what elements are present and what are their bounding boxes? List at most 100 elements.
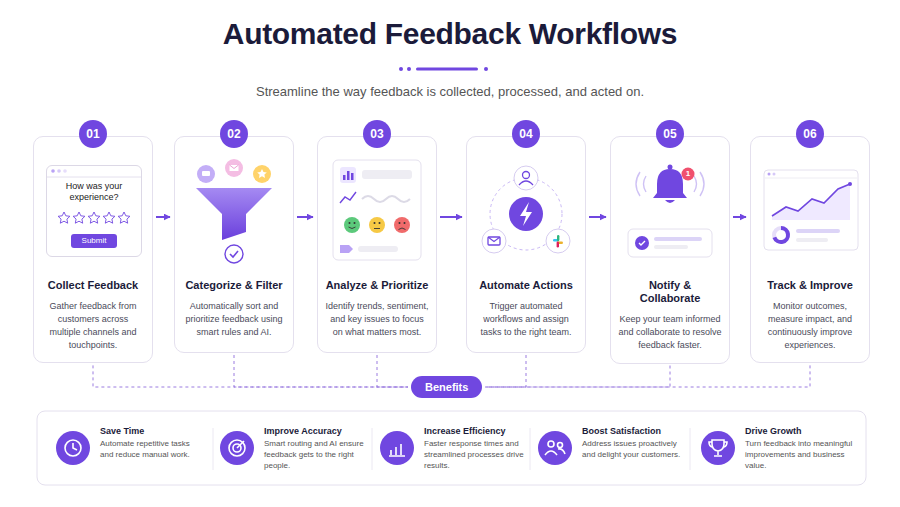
- funnel-icon-part: [225, 159, 243, 177]
- tracking-chart-part: [764, 170, 858, 250]
- notification-bell-part: [668, 165, 673, 170]
- step-card: 02Categorize & FilterAutomatically sort …: [174, 136, 294, 353]
- benefits-panel-part-part: [548, 441, 554, 447]
- benefit-title: Drive Growth: [745, 426, 857, 436]
- survey-question: How was your experience?: [51, 181, 137, 204]
- automation-hub-part: [488, 237, 500, 245]
- step-description: Automatically sort and prioritize feedba…: [182, 300, 286, 339]
- rating-stars-part: [88, 212, 100, 223]
- flow-arrow: [440, 216, 462, 218]
- notification-bell-part: [665, 200, 675, 203]
- benefits-panel-part-part: [56, 431, 90, 465]
- step-number: 05: [656, 120, 684, 148]
- funnel-icon-part: [253, 165, 271, 183]
- survey-window-part: [51, 169, 55, 173]
- analysis-panel: [333, 160, 421, 260]
- dashed-connector: [485, 355, 526, 387]
- automation-hub-part: [557, 235, 559, 241]
- step-number: 04: [512, 120, 540, 148]
- funnel-icon-part: [197, 165, 215, 183]
- benefit-title: Increase Efficiency: [424, 426, 524, 436]
- benefits-panel-part-part: [220, 431, 254, 465]
- benefits-panel-part-part: [558, 449, 565, 454]
- survey-window-part: [57, 169, 61, 173]
- automation-hub-part: [514, 166, 538, 190]
- benefit-description: Smart routing and AI ensure feedback get…: [264, 439, 364, 471]
- dashed-connector: [93, 365, 408, 387]
- analysis-panel-part: [343, 175, 346, 180]
- flow-arrow: [589, 216, 606, 218]
- title-ornament-part: [407, 67, 411, 71]
- step-title: Categorize & Filter: [182, 279, 286, 292]
- step-card: 04Automate ActionsTrigger automated work…: [466, 136, 586, 353]
- analysis-panel-part: [399, 228, 406, 230]
- dashed-connector: [377, 355, 408, 387]
- step-description: Trigger automated workflows and assign t…: [474, 300, 578, 339]
- benefits-panel-part: [37, 411, 866, 485]
- notification-bell-part: [628, 229, 712, 257]
- benefits-panel-part-part: [237, 441, 244, 448]
- notification-count: 1: [682, 169, 694, 179]
- tracking-chart-part: [848, 182, 852, 186]
- subtitle: Streamline the way feedback is collected…: [0, 84, 900, 99]
- survey-window: How was your experience?Submit: [46, 165, 142, 257]
- benefits-panel-part-part: [690, 428, 691, 470]
- title-ornament-part: [399, 67, 403, 71]
- dashed-connector: [234, 355, 408, 387]
- title-ornament: [399, 67, 488, 71]
- funnel-icon-part: [202, 171, 210, 176]
- analysis-panel-part: [340, 192, 356, 203]
- benefit-description: Turn feedback into meaningful improvemen…: [745, 439, 857, 471]
- title-ornament-part: [484, 67, 488, 71]
- funnel-icon-part: [196, 188, 272, 240]
- dashed-connector: [485, 366, 670, 387]
- funnel-icon: [196, 159, 272, 263]
- notification-bell-part: [682, 168, 695, 181]
- tracking-chart-part: [774, 228, 788, 242]
- step-description: Gather feedback from customers across mu…: [41, 300, 145, 352]
- funnel-icon-part: [230, 165, 239, 169]
- automation-hub: [482, 166, 570, 253]
- survey-window-part: [63, 169, 67, 173]
- rating-stars-part: [118, 212, 130, 223]
- analysis-panel-part: [340, 167, 356, 183]
- automation-hub-part: [546, 229, 570, 253]
- step-card: 06Track & ImproveMonitor outcomes, measu…: [750, 136, 870, 363]
- benefit-description: Address issues proactively and delight y…: [582, 439, 682, 461]
- step-title: Track & Improve: [758, 279, 862, 292]
- benefits-pill: Benefits: [411, 376, 482, 398]
- analysis-panel-part: [349, 222, 406, 224]
- automation-hub-part: [509, 197, 543, 231]
- notification-bell-part: [654, 237, 702, 241]
- benefits-panel-part-part: [213, 428, 214, 470]
- rating-stars-part: [73, 212, 85, 223]
- title-ornament-part: [416, 68, 478, 71]
- benefits-panel-part: [56, 431, 735, 465]
- analysis-panel-part-part: [354, 222, 356, 224]
- benefits-panel-part-part: [372, 428, 373, 470]
- benefits-panel-part-part: [389, 444, 405, 456]
- step-description: Keep your team informed and collaborate …: [618, 313, 722, 352]
- step-title: Analyze & Prioritize: [325, 279, 429, 292]
- step-description: Monitor outcomes, measure impact, and co…: [758, 300, 862, 352]
- benefits-panel-part-part: [709, 440, 727, 456]
- flow-arrow: [156, 216, 170, 218]
- rating-stars: [58, 212, 130, 223]
- automation-hub-part: [523, 172, 530, 179]
- flow-arrow: [297, 216, 313, 218]
- benefit-title: Improve Accuracy: [264, 426, 364, 436]
- benefits-panel-part-part: [65, 440, 81, 456]
- automation-hub-part: [520, 202, 532, 226]
- analysis-panel-part: [374, 228, 380, 229]
- benefits-panel-part-part: [229, 440, 245, 456]
- benefits-panel-part-part: [73, 443, 77, 450]
- analysis-panel-part-part: [379, 222, 381, 224]
- benefits-panel-part-part: [545, 451, 557, 455]
- analysis-panel-part: [358, 246, 398, 252]
- step-title: Automate Actions: [474, 279, 578, 292]
- analysis-panel-part: [347, 171, 350, 180]
- step-card: 01Collect FeedbackGather feedback from c…: [33, 136, 153, 363]
- analysis-panel-part-part: [349, 222, 351, 224]
- step-card: 03Analyze & PrioritizeIdentify trends, s…: [317, 136, 437, 353]
